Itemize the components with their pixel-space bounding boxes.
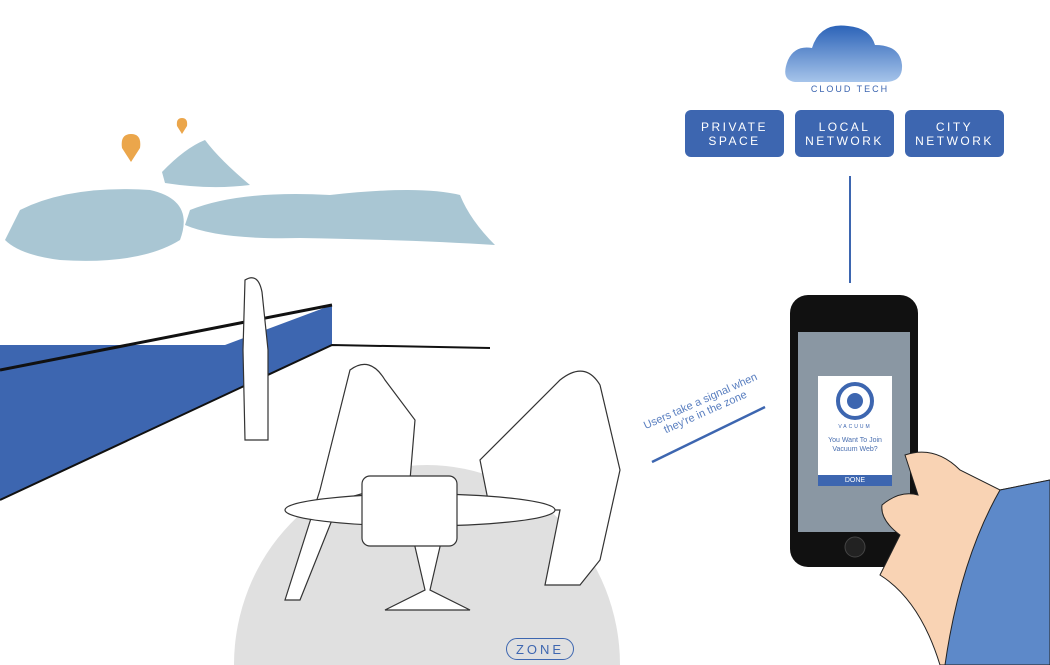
sky-clouds (5, 140, 495, 261)
balloon-icon (121, 118, 188, 162)
brand-name: VACUUM (838, 424, 872, 430)
cloud-icon (785, 25, 903, 82)
zone-label: ZONE (506, 638, 574, 660)
hand (879, 451, 1050, 665)
signal-line (651, 405, 766, 464)
people-sketch (242, 277, 621, 611)
cloud-tech-label: CLOUD TECH (810, 84, 890, 94)
network-private-space: PRIVATE SPACE (685, 110, 784, 157)
vacuum-logo-icon (836, 382, 874, 420)
join-dialog: VACUUM You Want To Join Vacuum Web? DONE (818, 376, 892, 486)
network-local: LOCAL NETWORK (795, 110, 894, 157)
join-question: You Want To Join Vacuum Web? (828, 437, 882, 453)
done-button[interactable]: DONE (818, 475, 892, 486)
network-city: CITY NETWORK (905, 110, 1004, 157)
